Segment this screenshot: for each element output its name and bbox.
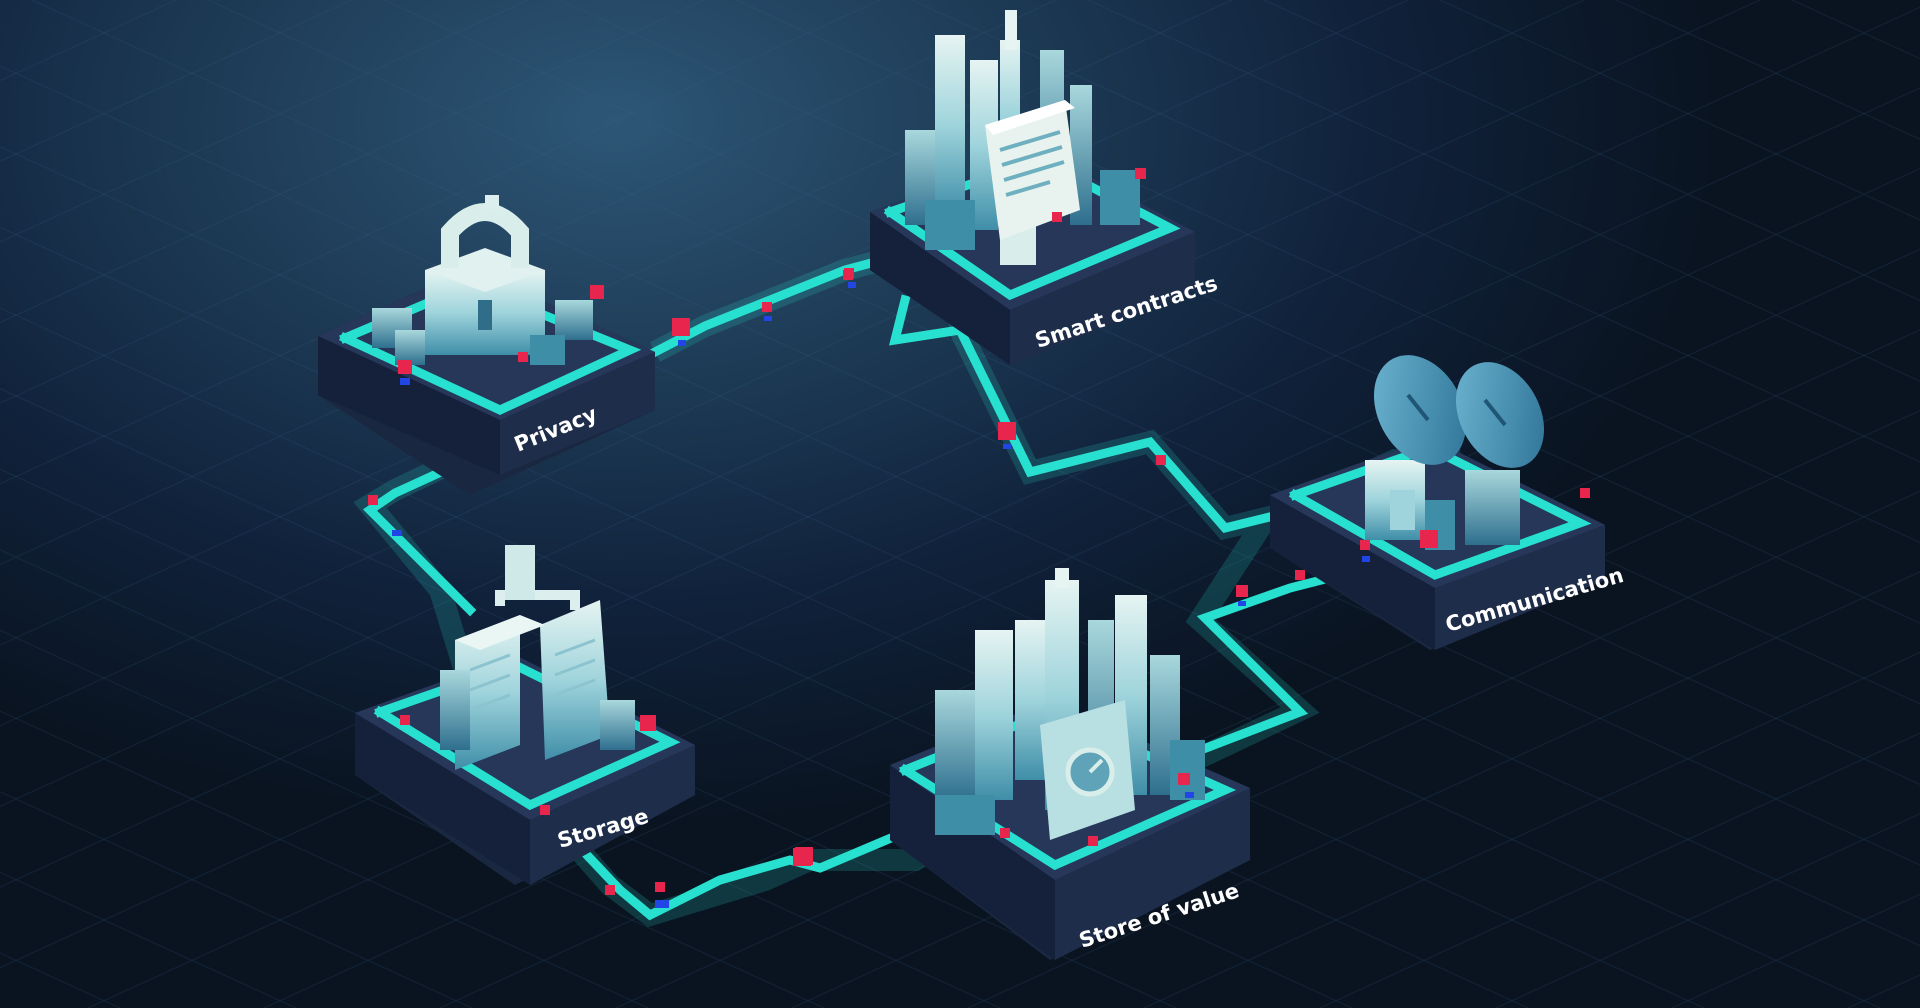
server-building-icon	[440, 545, 635, 770]
grid-line	[0, 0, 353, 162]
grid-line	[0, 0, 177, 82]
grid-line	[0, 468, 1177, 1008]
grid-line	[0, 629, 825, 1008]
grid-line	[1847, 974, 1920, 1008]
grid-line	[0, 0, 1233, 566]
satellite-dish-icon	[1365, 355, 1545, 550]
grid-line	[0, 0, 881, 404]
grid-line	[1615, 0, 1920, 140]
document-icon	[985, 100, 1080, 240]
grid-line	[1087, 0, 1920, 382]
grid-line	[1495, 813, 1920, 1008]
grid-line	[1319, 732, 1920, 1008]
edge-storage-privacy	[362, 439, 506, 617]
grid-line	[1263, 0, 1920, 302]
grid-line	[0, 0, 529, 243]
grid-line	[1439, 0, 1920, 221]
grid-line	[1143, 651, 1920, 1008]
grid-line	[967, 571, 1920, 1008]
vault-icon	[1040, 700, 1135, 840]
platform-storage: Storage	[355, 545, 695, 908]
grid-line	[0, 226, 1705, 1008]
grid-line	[911, 0, 1920, 463]
platform-store-of-value: Store of value	[795, 568, 1250, 960]
grid-line	[0, 791, 473, 1008]
grid-line	[0, 0, 1057, 485]
grid-line	[31, 0, 1920, 866]
platform-communication: Communication	[1270, 355, 1626, 650]
grid-line	[1671, 893, 1920, 1008]
edge-communication-store-of-value	[1174, 559, 1386, 764]
platform-privacy: Privacy	[318, 195, 655, 495]
edge-smart-contracts-communication	[888, 294, 1296, 534]
grid-line	[0, 710, 649, 1008]
path-nodes	[368, 270, 1248, 866]
padlock-icon	[372, 195, 593, 365]
grid-line	[0, 145, 1881, 1008]
grid-line	[0, 0, 1761, 808]
grid-line	[735, 0, 1920, 544]
grid-line	[0, 549, 1001, 1008]
grid-line	[0, 0, 705, 324]
grid-line	[0, 0, 1585, 727]
grid-line	[0, 952, 121, 1008]
